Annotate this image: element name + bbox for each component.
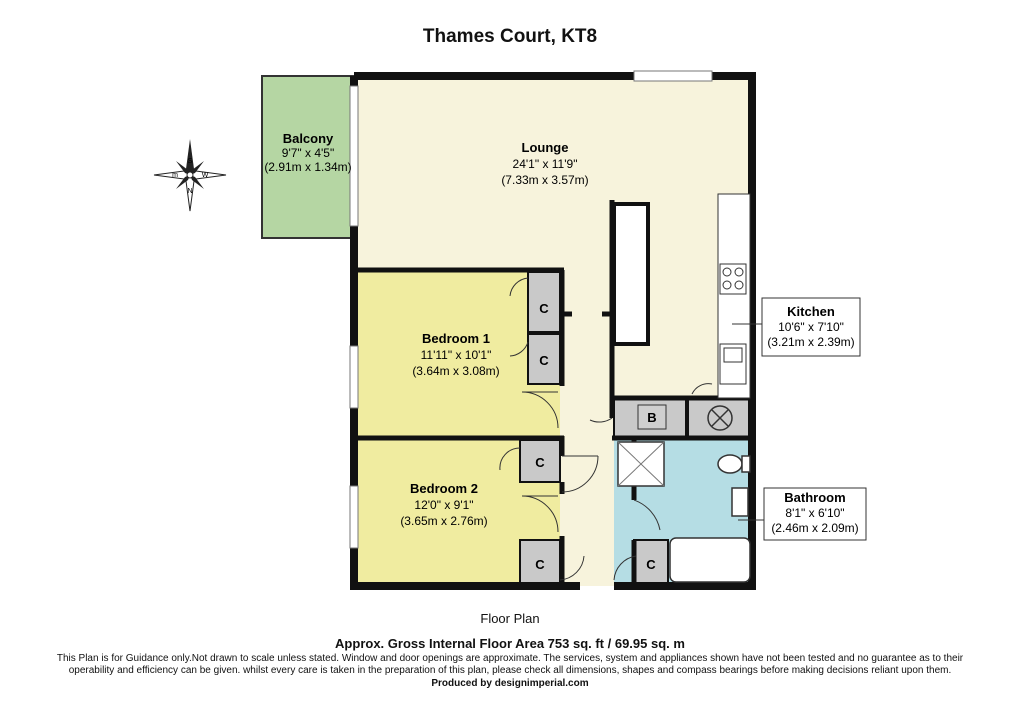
balcony-imperial: 9'7" x 4'5" <box>282 146 334 160</box>
bathroom-imperial: 8'1" x 6'10" <box>785 506 844 520</box>
cupboard-hall-right <box>633 539 669 587</box>
bedroom1-name: Bedroom 1 <box>422 331 490 346</box>
boiler-label: B <box>647 410 656 425</box>
bathroom-metric: (2.46m x 2.09m) <box>771 521 858 535</box>
plan-title: Thames Court, KT8 <box>422 26 598 47</box>
balcony-metric: (2.91m x 1.34m) <box>264 160 351 174</box>
kitchen-imperial: 10'6" x 7'10" <box>778 320 844 334</box>
compass-s: S <box>188 158 193 165</box>
kitchen-metric: (3.21m x 2.39m) <box>767 335 854 349</box>
lounge-imperial: 24'1" x 11'9" <box>513 157 578 171</box>
window-bed2 <box>349 485 359 549</box>
compass-w: W <box>202 172 209 179</box>
toilet-icon <box>717 454 743 474</box>
extractor-fan-icon <box>707 405 733 431</box>
window-top <box>633 70 713 82</box>
cupboard-hall-left <box>519 539 561 587</box>
disclaimer: This Plan is for Guidance only.Not drawn… <box>56 653 964 676</box>
cupboard-label: C <box>539 301 549 316</box>
compass-n: N <box>187 188 192 195</box>
door-swings <box>499 277 713 581</box>
boiler-icon <box>637 404 667 430</box>
bathroom-name: Bathroom <box>784 490 845 505</box>
bathtub-icon <box>669 537 751 583</box>
balcony-name: Balcony <box>283 131 334 146</box>
kitchen-callout <box>761 297 861 357</box>
bedroom1-metric: (3.64m x 3.08m) <box>412 364 499 378</box>
basin-icon <box>731 487 749 517</box>
hob-icon <box>719 263 747 295</box>
bedroom2-name: Bedroom 2 <box>410 481 478 496</box>
bedroom1-imperial: 11'11" x 10'1" <box>421 348 492 362</box>
cupboard-bed1-bottom <box>527 333 561 385</box>
bedroom2-imperial: 12'0" x 9'1" <box>414 498 473 512</box>
cupboard-label: C <box>539 353 549 368</box>
bedroom1-area <box>358 270 560 436</box>
cupboard-label: C <box>535 455 545 470</box>
compass-rose-icon: S N m W <box>153 139 227 212</box>
floor-area: Approx. Gross Internal Floor Area 753 sq… <box>335 636 685 651</box>
kitchen-name: Kitchen <box>787 304 835 319</box>
bedroom2-metric: (3.65m x 2.76m) <box>400 514 487 528</box>
kitchen-island <box>612 202 650 346</box>
window-balcony <box>349 85 359 227</box>
compass-e: m <box>172 172 178 179</box>
outer-walls <box>350 72 756 590</box>
lounge-name: Lounge <box>522 140 569 155</box>
window-bed1 <box>349 345 359 409</box>
bathroom-callout <box>763 487 867 541</box>
lounge-metric: (7.33m x 3.57m) <box>501 173 588 187</box>
cupboard-label: C <box>535 557 545 572</box>
producer-credit: Produced by designimperial.com <box>431 678 589 689</box>
floor-plan-caption: Floor Plan <box>480 611 540 626</box>
cupboard-label: C <box>646 557 656 572</box>
